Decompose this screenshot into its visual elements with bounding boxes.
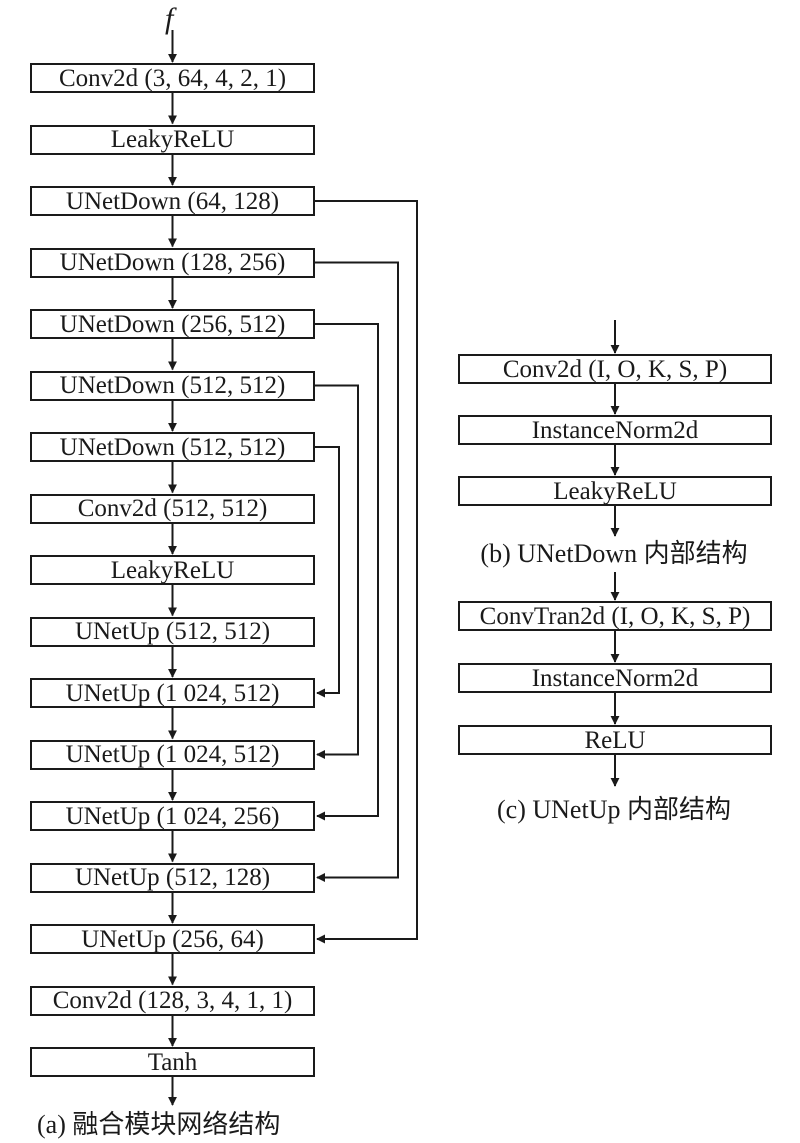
skip-connection-4 bbox=[315, 446, 340, 698]
input-label-f: f bbox=[165, 2, 174, 35]
unetup-layer-2: ReLU bbox=[458, 725, 772, 755]
fusion-layer-8: LeakyReLU bbox=[30, 555, 315, 585]
layer-label: UNetUp (512, 128) bbox=[74, 864, 271, 891]
skip-connection-1 bbox=[315, 261, 399, 882]
layer-label: Conv2d (128, 3, 4, 1, 1) bbox=[52, 987, 293, 1014]
layer-label: UNetDown (64, 128) bbox=[65, 187, 280, 215]
layer-label: UNetDown (128, 256) bbox=[59, 249, 286, 276]
fusion-layer-0: Conv2d (3, 64, 4, 2, 1) bbox=[30, 63, 315, 93]
fusion-layer-12: UNetUp (1 024, 256) bbox=[30, 801, 315, 831]
fusion-layer-16: Tanh bbox=[30, 1047, 315, 1077]
layer-label: UNetUp (1 024, 512) bbox=[65, 741, 280, 768]
layer-label: Tanh bbox=[147, 1048, 198, 1076]
fusion-layer-1: LeakyReLU bbox=[30, 124, 315, 155]
unetdown-layer-0: Conv2d (I, O, K, S, P) bbox=[458, 354, 772, 384]
layer-label: UNetDown (256, 512) bbox=[59, 310, 286, 338]
fusion-layer-7: Conv2d (512, 512) bbox=[30, 493, 315, 524]
layer-label: Conv2d (I, O, K, S, P) bbox=[502, 355, 728, 383]
layer-label: InstanceNorm2d bbox=[531, 664, 699, 692]
skip-connection-3 bbox=[315, 384, 359, 759]
fusion-layer-13: UNetUp (512, 128) bbox=[30, 862, 315, 893]
layer-label: ReLU bbox=[584, 726, 646, 754]
fusion-caption: (a) 融合模块网络结构 bbox=[37, 1110, 281, 1139]
layer-label: LeakyReLU bbox=[110, 556, 235, 584]
layer-label: LeakyReLU bbox=[110, 126, 235, 153]
unetdown-layer-2: LeakyReLU bbox=[458, 476, 772, 506]
unetdown-caption: (b) UNetDown 内部结构 bbox=[480, 539, 748, 568]
fusion-layer-5: UNetDown (512, 512) bbox=[30, 370, 315, 401]
layer-label: ConvTran2d (I, O, K, S, P) bbox=[479, 602, 751, 630]
fusion-layer-3: UNetDown (128, 256) bbox=[30, 247, 315, 278]
unetup-layer-0: ConvTran2d (I, O, K, S, P) bbox=[458, 601, 772, 631]
fusion-layer-9: UNetUp (512, 512) bbox=[30, 616, 315, 647]
fusion-layer-15: Conv2d (128, 3, 4, 1, 1) bbox=[30, 985, 315, 1016]
skip-connection-0 bbox=[315, 200, 418, 944]
layer-label: LeakyReLU bbox=[553, 477, 677, 505]
layer-label: UNetUp (256, 64) bbox=[81, 925, 264, 953]
layer-label: UNetUp (1 024, 256) bbox=[65, 802, 280, 830]
unetdown-layer-1: InstanceNorm2d bbox=[458, 415, 772, 445]
fusion-layer-6: UNetDown (512, 512) bbox=[30, 432, 315, 462]
fusion-layer-10: UNetUp (1 024, 512) bbox=[30, 678, 315, 708]
skip-connection-2 bbox=[315, 323, 379, 821]
layer-label: Conv2d (3, 64, 4, 2, 1) bbox=[58, 64, 287, 92]
layer-label: UNetUp (1 024, 512) bbox=[65, 679, 280, 707]
unetup-layer-1: InstanceNorm2d bbox=[458, 663, 772, 693]
layer-label: Conv2d (512, 512) bbox=[77, 495, 268, 522]
layer-label: UNetUp (512, 512) bbox=[74, 618, 271, 645]
fusion-layer-4: UNetDown (256, 512) bbox=[30, 309, 315, 339]
unetup-caption: (c) UNetUp 内部结构 bbox=[497, 795, 731, 824]
layer-label: UNetDown (512, 512) bbox=[59, 433, 286, 461]
fusion-layer-11: UNetUp (1 024, 512) bbox=[30, 739, 315, 770]
layer-label: UNetDown (512, 512) bbox=[59, 372, 286, 399]
layer-label: InstanceNorm2d bbox=[531, 416, 699, 444]
fusion-layer-14: UNetUp (256, 64) bbox=[30, 924, 315, 954]
fusion-layer-2: UNetDown (64, 128) bbox=[30, 186, 315, 216]
